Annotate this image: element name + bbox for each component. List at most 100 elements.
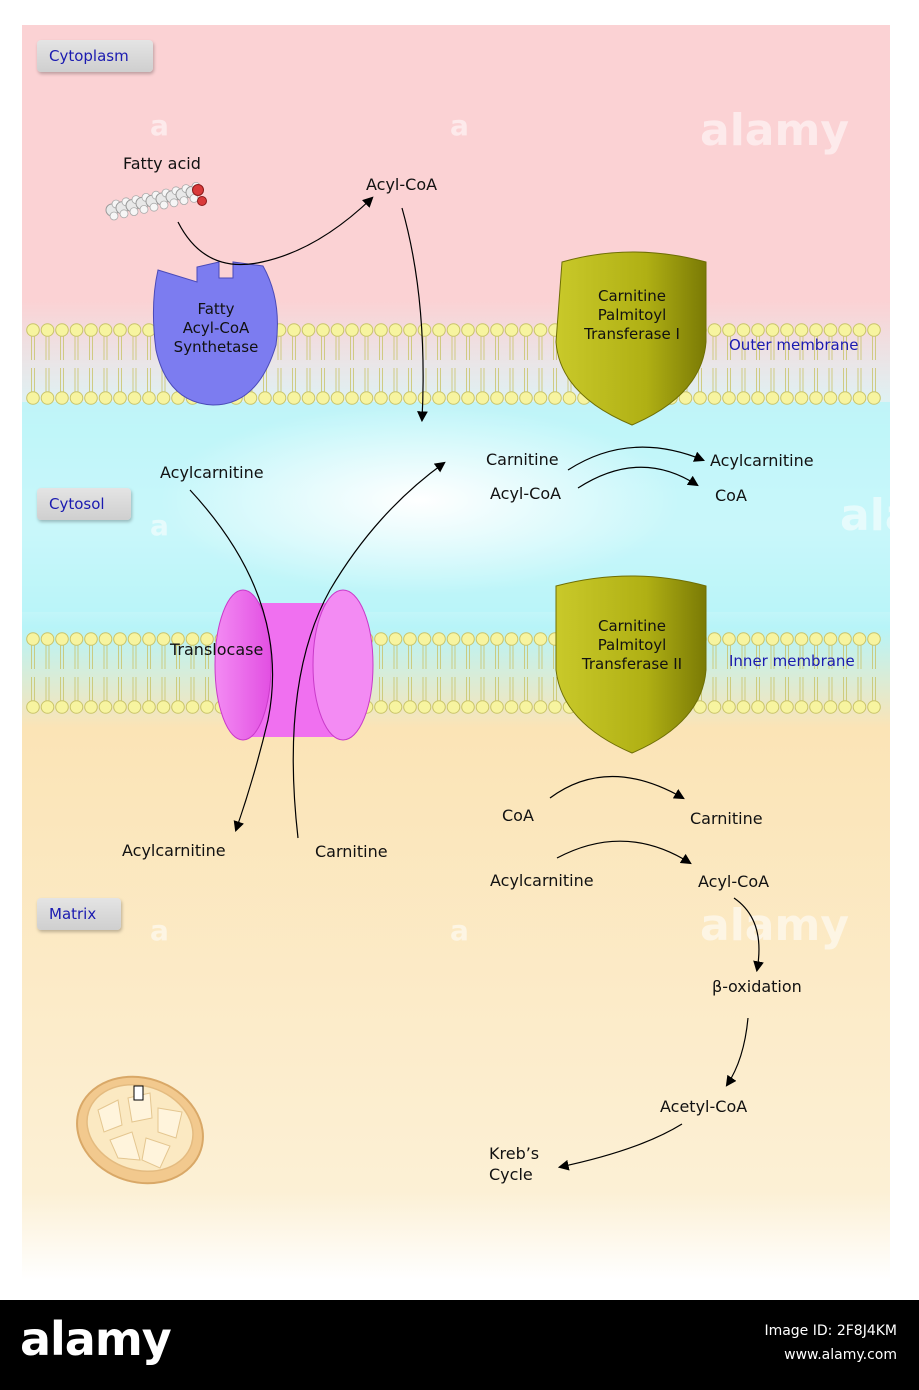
- cytosol-glow: [160, 405, 680, 595]
- acetyl-coa-label: Acetyl-CoA: [660, 1097, 748, 1116]
- lipid-head: [40, 391, 55, 405]
- lipid-head: [852, 700, 867, 714]
- lipid-head: [388, 391, 403, 405]
- lipid-head: [722, 632, 736, 646]
- cpt2-enzyme: [555, 575, 707, 754]
- lipid-head: [171, 700, 185, 714]
- lipid-head: [823, 632, 838, 646]
- lipid-head: [751, 323, 765, 337]
- lipid-head: [26, 632, 40, 646]
- lipid-head: [823, 391, 838, 405]
- lipid-head: [84, 391, 98, 405]
- lipid-head: [852, 632, 867, 646]
- lipid-head: [432, 632, 446, 646]
- lipid-head: [374, 700, 388, 714]
- lipid-head: [852, 391, 867, 405]
- watermark-text: alamy: [700, 105, 849, 156]
- lipid-head: [490, 323, 504, 337]
- lipid-head: [301, 323, 316, 337]
- lipid-head: [838, 632, 852, 646]
- lipid-head: [40, 323, 55, 337]
- lipid-head: [171, 632, 185, 646]
- reaction-arrows: [177, 196, 764, 1171]
- arrow-acylcoa-betaox: [733, 897, 764, 973]
- lipid-head: [127, 632, 142, 646]
- lipid-head: [475, 632, 490, 646]
- lipid-head: [185, 632, 200, 646]
- arrow-acylcarnitine-into-matrix: [189, 489, 274, 833]
- lipid-head: [84, 700, 98, 714]
- lipid-head: [504, 391, 519, 405]
- lipid-head: [359, 323, 374, 337]
- translocase-label: Translocase: [170, 640, 264, 659]
- lipid-head: [794, 323, 809, 337]
- lipid-head: [823, 700, 838, 714]
- cpt1-coa-label: CoA: [715, 486, 747, 505]
- arrow-betaox-acetylcoa: [725, 1017, 749, 1087]
- lipid-head: [446, 700, 461, 714]
- lipid-head: [751, 632, 765, 646]
- cpt1-label-line: Transferase I: [584, 325, 680, 343]
- cpt1-enzyme: [555, 251, 707, 426]
- lipid-head: [707, 323, 722, 337]
- lipid-head: [475, 323, 490, 337]
- lipid-head: [461, 391, 475, 405]
- diagram-canvas: alamy alamy alamy a a a a a: [22, 25, 919, 1280]
- lipid-head: [461, 323, 475, 337]
- lipid-head: [258, 391, 272, 405]
- footer-bar: alamy Image ID: 2F8J4KM www.alamy.com: [0, 1300, 919, 1390]
- cpt2-carnitine-label: Carnitine: [690, 809, 763, 828]
- lipid-head: [490, 632, 504, 646]
- lipid-head: [84, 323, 98, 337]
- cpt2-acylcarnitine-label: Acylcarnitine: [490, 871, 594, 890]
- lipid-head: [794, 391, 809, 405]
- lipid-head: [867, 323, 881, 337]
- lipid-head: [142, 700, 156, 714]
- lipid-head: [519, 700, 533, 714]
- lipid-head: [26, 323, 40, 337]
- arrow-acetylcoa-krebs: [557, 1123, 683, 1171]
- lipid-head: [55, 323, 69, 337]
- synthetase-label-line: Fatty: [197, 300, 235, 318]
- krebs-cycle-label: Kreb’s Cycle: [489, 1143, 539, 1185]
- lipid-head: [432, 391, 446, 405]
- outer-membrane-label: Outer membrane: [729, 336, 859, 354]
- synthetase-label-line: Acyl-CoA: [182, 319, 250, 337]
- svg-text:a: a: [150, 509, 169, 542]
- lipid-head: [69, 632, 84, 646]
- lipid-head: [55, 700, 69, 714]
- lipid-head: [301, 391, 316, 405]
- lipid-head: [780, 391, 794, 405]
- krebs-cycle-label-line: Kreb’s: [489, 1144, 540, 1163]
- lipid-head: [736, 323, 751, 337]
- arrow-carnitine-acylcarnitine: [567, 446, 705, 471]
- cytosol-acylcarnitine-label: Acylcarnitine: [160, 463, 264, 482]
- lipid-head: [533, 391, 548, 405]
- lipid-head: [156, 632, 171, 646]
- lipid-head: [40, 700, 55, 714]
- lipid-head: [403, 700, 417, 714]
- lipid-head: [722, 323, 736, 337]
- lipid-head: [200, 632, 214, 646]
- lipid-head: [388, 632, 403, 646]
- lipid-head: [519, 632, 533, 646]
- lipid-head: [693, 391, 707, 405]
- lipid-head: [272, 391, 287, 405]
- arrow-acylcarnitine-acylcoa: [556, 840, 692, 865]
- lipid-head: [490, 700, 504, 714]
- lipid-head: [751, 700, 765, 714]
- synthetase-label: Fatty Acyl-CoA Synthetase: [158, 300, 274, 357]
- cpt1-label-line: Palmitoyl: [597, 306, 667, 324]
- inner-membrane-label: Inner membrane: [729, 652, 855, 670]
- lipid-head: [98, 323, 113, 337]
- lipid-head: [446, 391, 461, 405]
- watermark-text: alamy: [840, 490, 919, 541]
- lipid-head: [156, 700, 171, 714]
- lipid-head: [113, 632, 127, 646]
- lipid-head: [403, 323, 417, 337]
- lipid-head: [533, 632, 548, 646]
- lipid-head: [69, 391, 84, 405]
- lipid-head: [26, 700, 40, 714]
- lipid-head: [765, 391, 780, 405]
- lipid-head: [707, 391, 722, 405]
